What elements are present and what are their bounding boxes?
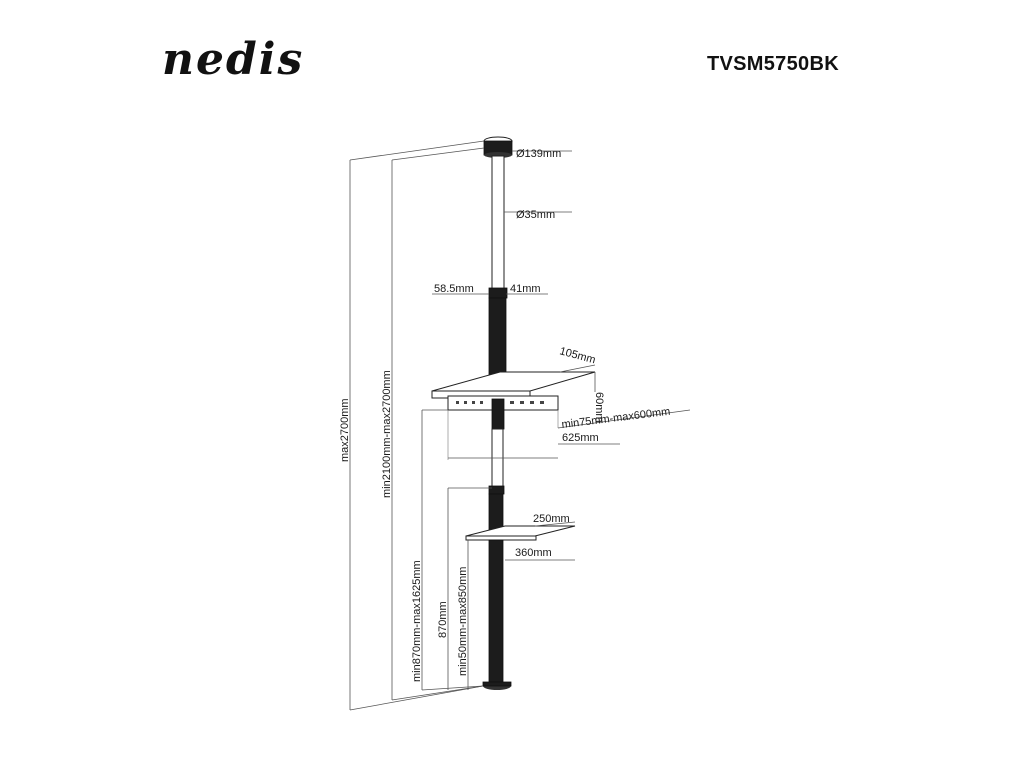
dim-pole-height-range: min2100mm-max2700mm [381,370,393,498]
dim-bracket-width: 625mm [562,432,599,444]
dim-av-shelf-width: 360mm [515,547,552,559]
dim-clamp-width: 58.5mm [434,283,474,295]
nedis-logo-text: nedis [162,34,304,85]
tv-bracket [431,371,596,460]
middle-pole [488,297,507,379]
pole-clamp [488,287,508,299]
upper-pole [491,155,505,291]
dim-av-shelf-depth: 250mm [533,513,570,525]
dim-tv-shelf-depth: 105mm [558,345,597,366]
ceiling-plate [483,136,513,158]
floor-plate [482,681,512,690]
dim-vesa-range: min75mm-max600mm [561,406,671,431]
dim-clamp-depth: 41mm [510,283,541,295]
lower-clamp [488,485,505,495]
dim-ceiling-plate: Ø139mm [516,148,561,160]
dim-tv-mount-height: min870mm-max1625mm [411,560,423,682]
bottom-pole [488,539,504,683]
model-number: TVSM5750BK [707,53,839,75]
dim-av-shelf-height: min50mm-max850mm [457,567,469,676]
dim-tv-shelf-height: 60mm [593,392,605,423]
dim-pole-diameter: Ø35mm [516,209,555,221]
dim-clamp-height: 870mm [437,601,449,638]
dim-total-height: max2700mm [339,398,351,462]
lower-pole [491,428,504,490]
nedis-logo: nedis [162,34,304,85]
